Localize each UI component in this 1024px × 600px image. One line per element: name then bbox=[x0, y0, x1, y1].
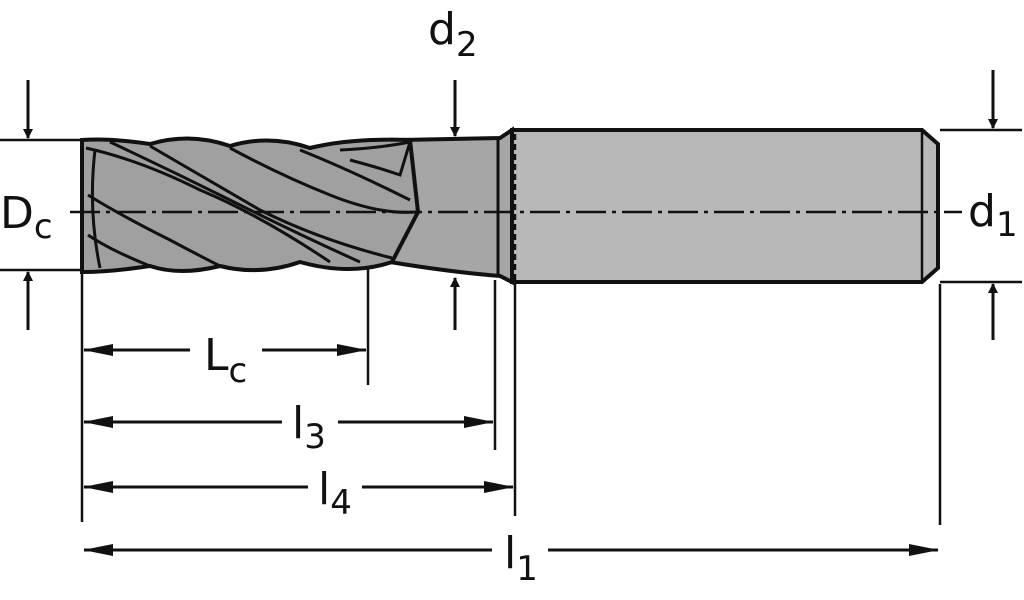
svg-text:d1: d1 bbox=[968, 186, 1018, 245]
label-Dc-main: D bbox=[0, 188, 34, 239]
label-l1-sub: 1 bbox=[516, 549, 538, 589]
label-l4-sub: 4 bbox=[330, 483, 352, 523]
svg-text:l1: l1 bbox=[504, 528, 538, 589]
dimension-Dc: Dc bbox=[0, 80, 82, 330]
label-d1-main: d bbox=[968, 186, 996, 237]
dimension-Lc: Lc bbox=[83, 330, 367, 391]
dimension-l1: l1 bbox=[83, 528, 939, 589]
svg-text:d2: d2 bbox=[428, 4, 478, 65]
svg-text:l3: l3 bbox=[292, 398, 326, 457]
tool-neck bbox=[387, 126, 514, 286]
label-d2-sub: 2 bbox=[456, 25, 478, 65]
tool-shank bbox=[510, 128, 940, 284]
dimension-d2: d2 bbox=[428, 4, 478, 330]
label-l3-sub: 3 bbox=[304, 417, 326, 457]
label-d2-main: d bbox=[428, 4, 456, 55]
svg-text:l4: l4 bbox=[318, 464, 352, 523]
dimension-l3: l3 bbox=[83, 398, 494, 457]
dimension-l4: l4 bbox=[83, 464, 514, 523]
label-l1-main: l bbox=[504, 528, 516, 579]
svg-text:Lc: Lc bbox=[204, 330, 247, 391]
label-Lc-sub: c bbox=[229, 351, 248, 391]
label-l4-main: l bbox=[318, 464, 330, 515]
label-l3-main: l bbox=[292, 398, 304, 449]
extension-lines bbox=[80, 268, 942, 525]
flute-lines bbox=[85, 140, 417, 269]
label-Lc-main: L bbox=[204, 330, 229, 381]
svg-text:Dc: Dc bbox=[0, 188, 53, 247]
label-Dc-sub: c bbox=[34, 207, 53, 247]
dimension-d1: d1 bbox=[940, 70, 1022, 340]
label-d1-sub: 1 bbox=[996, 205, 1018, 245]
